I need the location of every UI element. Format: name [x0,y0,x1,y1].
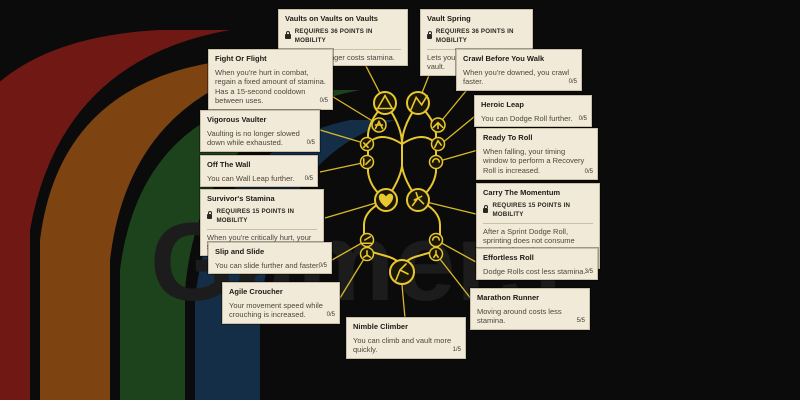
perk-rank: 0/5 [304,175,313,182]
perk-title: Ready To Roll [483,133,533,142]
perk-description: When you're hurt in combat, regain a fix… [215,67,326,106]
requirement-text: REQUIRES 36 POINTS IN MOBILITY [435,27,514,45]
perk-requirement: REQUIRES 36 POINTS IN MOBILITY [285,27,401,46]
vaulter-icon [362,139,372,149]
perk-node[interactable] [406,91,430,115]
divider [285,48,401,50]
perk-node[interactable] [430,136,446,152]
vault-spring-icon [409,94,428,112]
perk-rank: 0/5 [319,98,328,104]
crouch-icon [362,249,372,259]
requirement-text: REQUIRES 15 POINTS IN MOBILITY [216,207,295,225]
perk-description: When falling, your timing window to perf… [483,146,585,175]
requirement-text: REQUIRES 36 POINTS IN MOBILITY [294,27,373,45]
roll-icon [431,236,441,241]
perk-description: Moving around costs less stamina. [477,306,562,326]
leap-icon [433,139,443,149]
perk-title: Carry The Momentum [483,188,561,197]
perk-description: You can Dodge Roll further. [481,113,573,123]
perk-rank: 1/5 [452,347,461,353]
perk-description: Dodge Rolls cost less stamina. [483,266,586,276]
perk-node[interactable] [359,136,375,152]
vault-icon [375,94,395,110]
lock-icon [207,210,213,219]
perk-node[interactable] [428,232,444,248]
perk-node[interactable] [389,259,415,285]
perk-rank: 0/5 [326,312,335,318]
runner-icon [433,249,439,259]
lock-icon [285,30,291,39]
perk-node[interactable] [428,246,444,262]
perk-title: Effortless Roll [483,253,534,262]
perk-title: Marathon Runner [477,293,540,302]
perk-title: Nimble Climber [353,322,409,331]
perk-title: Vaults on Vaults on Vaults [285,14,378,23]
perk-title: Agile Croucher [229,287,283,296]
crawl-icon [432,121,444,130]
perk-description: Your movement speed while crouching is i… [229,300,323,320]
requirement-text: REQUIRES 15 POINTS IN MOBILITY [492,201,571,219]
perk-description: Vaulting no longer costs stamina. [285,52,395,62]
perk-title: Heroic Leap [481,100,524,109]
perk-node[interactable] [428,154,444,170]
perk-node[interactable] [374,188,398,212]
perk-description: You can Wall Leap further. [207,173,295,183]
perk-node[interactable] [406,188,430,212]
perk-requirement: REQUIRES 15 POINTS IN MOBILITY [207,207,317,226]
perk-rank: 0/5 [584,168,593,175]
perk-rank: 3/5 [584,268,593,275]
lock-icon [427,30,432,39]
perk-title: Survivor's Stamina [207,194,275,203]
lock-icon [483,204,489,213]
perk-title: Vigorous Vaulter [207,115,267,124]
roll-icon [431,158,441,163]
heart-icon [378,193,394,208]
perk-description: When you're downed, you crawl faster. [463,67,570,87]
perk-title: Fight Or Flight [215,54,267,63]
perk-title: Slip and Slide [215,247,265,256]
divider [483,222,593,224]
perk-rank: 0/5 [318,262,327,269]
perk-description: You can slide further and faster. [215,260,321,270]
perk-description: Vaulting is no longer slowed down while … [207,128,300,148]
perk-requirement: REQUIRES 36 POINTS IN MOBILITY [427,27,526,46]
perk-node[interactable] [371,117,387,133]
perk-node[interactable] [359,154,375,170]
perk-rank: 5/5 [576,318,585,324]
climber-icon [395,263,409,281]
divider [207,228,317,230]
perk-title: Vault Spring [427,14,471,23]
perk-node[interactable] [359,232,375,248]
slide-icon [361,235,373,245]
perk-node[interactable] [430,117,446,133]
perk-title: Off The Wall [207,160,251,169]
perk-requirement: REQUIRES 15 POINTS IN MOBILITY [483,201,593,220]
perk-node[interactable] [359,246,375,262]
perk-title: Crawl Before You Walk [463,54,545,63]
fight-icon [374,119,384,130]
perk-rank: 0/5 [306,140,315,146]
wall-icon [362,157,372,167]
sprint-icon [411,191,425,207]
perk-description: You can climb and vault more quickly. [353,335,452,355]
perk-rank: 0/5 [578,115,587,122]
perk-rank: 0/5 [568,79,577,85]
perk-node[interactable] [373,91,397,115]
